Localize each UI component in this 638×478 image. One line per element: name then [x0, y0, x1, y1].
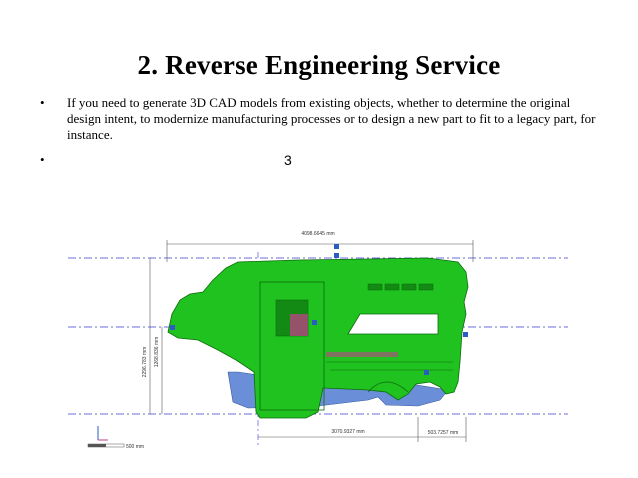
marker	[334, 253, 339, 258]
window-hatch	[290, 314, 308, 336]
marker	[170, 325, 175, 330]
bullet-text: If you need to generate 3D CAD models fr…	[67, 95, 596, 142]
height-inner-dimension: 1268.836 mm	[154, 337, 160, 368]
height-outer-dimension: 2296.783 mm	[142, 347, 148, 378]
scale-bar-label: 500 mm	[126, 444, 144, 450]
door-outline	[259, 281, 325, 411]
bullet-marker: •	[40, 152, 45, 167]
vehicle-body	[167, 257, 469, 419]
bullet-text: 3	[284, 152, 292, 168]
side-window	[347, 313, 439, 335]
bottom-right-dimension: 503.7257 mm	[428, 430, 459, 436]
cad-model-figure: 4098.6645 mm 2296.783 mm 1268.836 mm	[68, 222, 568, 458]
marker	[312, 320, 317, 325]
bottom-main-dimension: 3070.9327 mm	[331, 429, 364, 435]
top-width-dimension: 4098.6645 mm	[301, 231, 334, 237]
bullet-marker: •	[40, 95, 45, 110]
slide-title: 2. Reverse Engineering Service	[137, 50, 501, 80]
marker	[463, 332, 468, 337]
marker	[424, 370, 429, 375]
marker	[334, 244, 339, 249]
cad-model-drawing: 4098.6645 mm 2296.783 mm 1268.836 mm	[68, 231, 568, 450]
side-stripe	[326, 352, 398, 357]
